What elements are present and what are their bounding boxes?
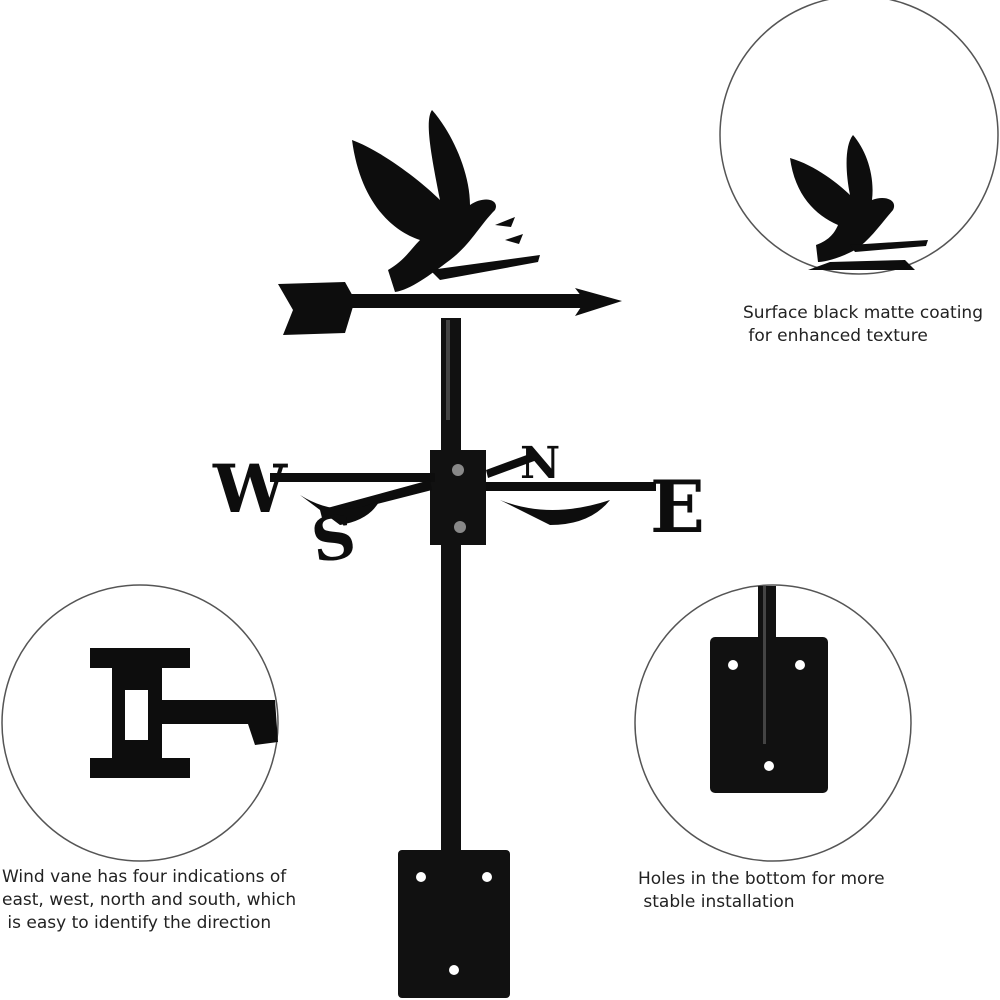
pole [441,318,461,858]
caption-line: Holes in the bottom for more [638,869,885,889]
compass-arms [270,452,656,525]
arrow [278,282,622,335]
compass-letter-south: S [307,502,360,577]
caption-line: for enhanced texture [743,326,928,346]
caption-line: east, west, north and south, which [2,890,297,910]
caption-line: Surface black matte coating [743,303,983,323]
callout-directions: Wind vane has four indications of east, w… [2,866,296,935]
compass-letter-west: W [212,450,288,528]
compass-letter-east: E [650,464,705,549]
compass-letter-north: N [520,438,560,489]
callout-coating: Surface black matte coating for enhanced… [743,302,983,348]
detail-circle-letter [1,584,279,862]
caption-line: is easy to identify the direction [2,913,272,933]
detail-circle-coating [719,0,999,275]
caption-line: Wind vane has four indications of [2,867,287,887]
mounting-bracket [398,850,510,998]
caption-line: stable installation [638,892,795,912]
dove-silhouette [352,110,540,292]
callout-holes: Holes in the bottom for more stable inst… [638,868,885,914]
detail-circle-bracket [634,584,912,862]
